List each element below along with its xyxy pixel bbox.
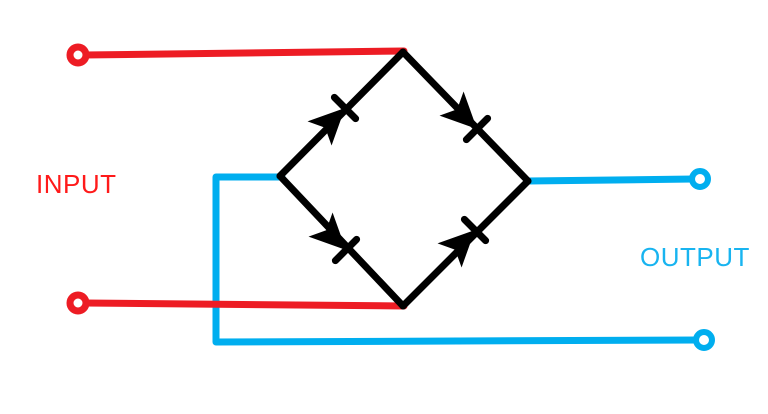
output-top-terminal-icon <box>689 168 711 190</box>
output-positive-wire <box>524 175 698 185</box>
output-wiring <box>212 173 704 346</box>
input-top-wire <box>80 47 408 59</box>
input-wiring <box>80 47 408 310</box>
terminals <box>66 43 715 351</box>
bridge-diamond <box>276 48 532 310</box>
output-label: OUTPUT <box>640 242 750 272</box>
output-bottom-terminal-icon <box>693 329 715 351</box>
input-label: INPUT <box>36 169 117 199</box>
input-top-terminal-icon <box>66 43 90 67</box>
output-negative-wire <box>212 173 704 346</box>
input-bottom-terminal-icon <box>66 291 90 315</box>
input-bottom-wire <box>80 299 408 310</box>
